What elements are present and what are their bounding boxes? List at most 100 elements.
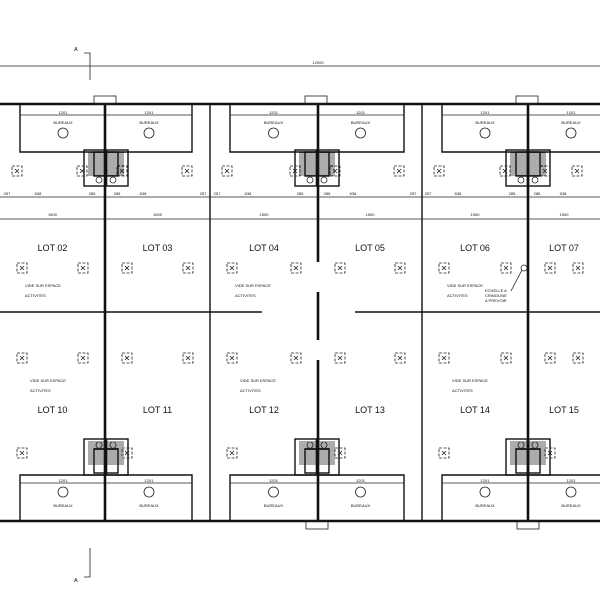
lot-dimension: 1500	[366, 212, 376, 217]
sub-dimension: 638	[245, 191, 252, 196]
skylight-icon	[121, 447, 133, 459]
sub-dimension: 257	[200, 191, 207, 196]
extinguisher-icon	[320, 441, 328, 449]
sub-dimension: 638	[455, 191, 462, 196]
staircase	[83, 438, 129, 476]
office-label: BUREAUX	[351, 503, 371, 508]
skylight-icon	[544, 447, 556, 459]
skylight-icon	[334, 262, 346, 274]
office-dimension: 1201	[567, 478, 577, 483]
skylight-icon	[433, 165, 445, 177]
overall-dimension: 12000	[312, 60, 324, 65]
lot-label: LOT 02	[38, 243, 68, 253]
lot-label: LOT 06	[460, 243, 490, 253]
sub-dimension: 638	[35, 191, 42, 196]
void-label: VIDE SUR ESPACE	[235, 283, 271, 288]
skylight-icon	[544, 262, 556, 274]
entrance-canopy	[304, 95, 328, 105]
ventilation-icon	[57, 486, 69, 498]
lot-label: LOT 10	[38, 405, 68, 415]
office-dimension: 1201	[145, 478, 155, 483]
office-label: BUREAUX	[139, 120, 159, 125]
extinguisher-icon	[109, 176, 117, 184]
ventilation-icon	[479, 486, 491, 498]
ventilation-icon	[268, 486, 279, 498]
lot-dimension: 1500	[153, 212, 163, 217]
void-label: VIDE SUR ESPACE	[240, 378, 276, 383]
void-label: VIDE SUR ESPACE	[447, 283, 483, 288]
office-label: BUREAUX	[475, 503, 495, 508]
skylight-icon	[394, 262, 406, 274]
office-dimension: 1201	[356, 110, 366, 115]
section-label: A	[74, 47, 78, 53]
section-marker-bottom: A	[74, 548, 91, 584]
lot-label: LOT 12	[249, 405, 279, 415]
skylight-icon	[290, 262, 302, 274]
skylight-icon	[11, 165, 23, 177]
skylight-icon	[393, 165, 405, 177]
lots: LOT 02 LOT 10 VIDE SUR ESPACE ACTIVITES VIDE…	[11, 165, 584, 459]
skylight-icon	[121, 262, 133, 274]
sub-dimension: 285	[324, 191, 331, 196]
note-line: CRINOLINE	[485, 293, 507, 298]
skylight-icon	[221, 165, 233, 177]
sub-dimension: 257	[214, 191, 221, 196]
skylight-icon	[77, 262, 89, 274]
sub-dimension: 638	[350, 191, 357, 196]
office-dimension: 1201	[269, 110, 279, 115]
staircase	[505, 149, 551, 187]
staircase	[294, 438, 340, 476]
sub-dimension: 285	[509, 191, 516, 196]
skylight-icon	[572, 262, 584, 274]
lot-label: LOT 07	[549, 243, 579, 253]
office-label: BUREAUX	[561, 503, 581, 508]
skylight-icon	[438, 352, 450, 364]
skylight-icon	[226, 262, 238, 274]
lot-label: LOT 05	[355, 243, 385, 253]
sub-dimension: 257	[410, 191, 417, 196]
void-label: ACTIVITES	[240, 388, 261, 393]
extinguisher-icon	[95, 176, 103, 184]
skylight-icon	[182, 352, 194, 364]
extinguisher-icon	[531, 441, 539, 449]
office-dimension: 1201	[59, 478, 69, 483]
extinguisher-icon	[517, 441, 525, 449]
office-dimension: 1201	[59, 110, 69, 115]
extinguisher-icon	[95, 441, 103, 449]
skylight-icon	[77, 352, 89, 364]
ventilation-icon	[565, 127, 577, 139]
skylight-icon	[334, 352, 346, 364]
ventilation-icon	[565, 486, 577, 498]
lot-label: LOT 11	[143, 405, 172, 415]
lot-dimension: 1500	[560, 212, 570, 217]
void-label: VIDE SUR ESPACE	[25, 283, 61, 288]
section-label: A	[74, 578, 78, 584]
office-label: BUREAUX	[561, 120, 581, 125]
skylight-icon	[290, 352, 302, 364]
lot-label: LOT 15	[549, 405, 579, 415]
lot-label: LOT 14	[460, 405, 490, 415]
skylight-icon	[16, 262, 28, 274]
note-line: A PREVOIR	[485, 298, 507, 303]
skylight-icon	[500, 262, 512, 274]
extinguisher-icon	[531, 176, 539, 184]
staircase	[505, 438, 551, 476]
ladder-note: ECHELLE A CRINOLINE A PREVOIR	[485, 264, 528, 303]
extinguisher-icon	[306, 176, 314, 184]
sub-dimension: 638	[560, 191, 567, 196]
office-label: BUREAUX	[139, 503, 159, 508]
extinguisher-icon	[306, 441, 314, 449]
sub-dimension: 285	[89, 191, 96, 196]
lot-dimension: 1500	[260, 212, 270, 217]
skylight-icon	[500, 352, 512, 364]
skylight-icon	[572, 352, 584, 364]
skylight-icon	[394, 352, 406, 364]
office-label: BUREAUX	[351, 120, 371, 125]
ventilation-icon	[143, 486, 155, 498]
lot-label: LOT 03	[143, 243, 173, 253]
